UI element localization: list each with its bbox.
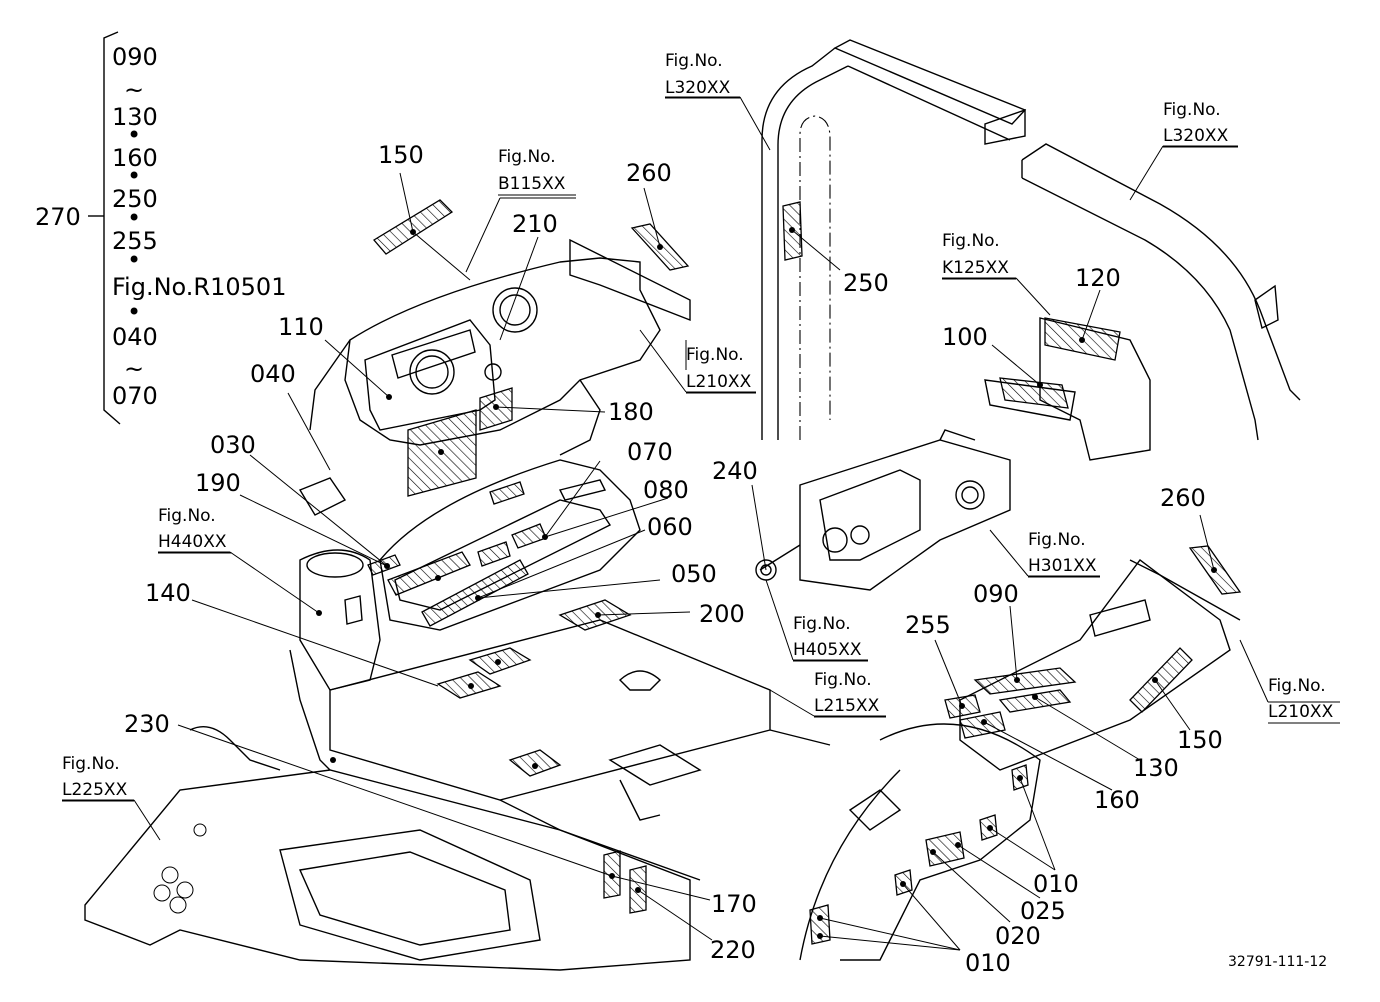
drawing-linework [84,39,1301,971]
fig-ref-b115: B115XX [498,174,566,194]
part-label-110: 110 [278,313,324,341]
bracket-group: 270 090 ~ 130 • 160 • 250 • 255 • Fig.No… [35,31,286,425]
fig-caption-l320-right: Fig.No. [1163,100,1221,120]
fig-ref-l210-right: L210XX [1268,702,1334,722]
fig-caption-k125: Fig.No. [942,231,1000,251]
part-label-160: 160 [1094,786,1140,814]
part-label-070: 070 [627,438,673,466]
part-label-120: 120 [1075,264,1121,292]
part-label-170: 170 [711,890,757,918]
sep-mark-5: • [127,298,141,326]
drawing-code: 32791-111-12 [1228,954,1327,970]
part-label-150-top: 150 [378,141,424,169]
part-label-100: 100 [942,323,988,351]
sep-mark-3: • [127,204,141,232]
fig-ref-l320-left: L320XX [665,78,731,98]
sep-mark-1: • [127,121,141,149]
bracket-item-6: Fig.No.R10501 [112,273,286,301]
part-label-040: 040 [250,360,296,388]
part-label-230: 230 [124,710,170,738]
bracket-item-2: 130 [112,103,158,131]
bracket-item-7: 040 [112,323,158,351]
sep-mark-4: • [127,246,141,274]
fig-ref-h301: H301XX [1028,556,1097,576]
part-label-140: 140 [145,579,191,607]
bracket-item-1: 090 [112,43,158,71]
fig-caption-l215: Fig.No. [814,670,872,690]
part-label-260-top: 260 [626,159,672,187]
part-label-025: 025 [1020,897,1066,925]
part-label-250: 250 [843,269,889,297]
bracket-item-8: 070 [112,382,158,410]
range-mark-2: ~ [124,355,144,383]
part-label-060: 060 [647,513,693,541]
part-label-255: 255 [905,611,951,639]
fig-ref-h405: H405XX [793,640,862,660]
part-label-050: 050 [671,560,717,588]
part-label-080: 080 [643,476,689,504]
part-label-030: 030 [210,431,256,459]
part-label-190: 190 [195,469,241,497]
fig-ref-l320-right: L320XX [1163,126,1229,146]
part-label-010-lower: 010 [965,949,1011,977]
fig-ref-k125: K125XX [942,258,1009,278]
bracket-item-5: 255 [112,227,158,255]
part-labels: 150 260 210 110 040 180 070 030 190 080 … [124,141,1223,977]
part-label-180: 180 [608,398,654,426]
label-270: 270 [35,203,81,231]
fig-caption-h301: Fig.No. [1028,530,1086,550]
part-label-010-upper: 010 [1033,870,1079,898]
bracket-item-3: 160 [112,144,158,172]
sep-mark-2: • [127,162,141,190]
fig-ref-l210-top: L210XX [686,372,752,392]
fig-caption-b115: Fig.No. [498,147,556,167]
range-mark-1: ~ [124,76,144,104]
part-label-260-right: 260 [1160,484,1206,512]
part-label-020: 020 [995,922,1041,950]
part-label-200: 200 [699,600,745,628]
part-label-150-right: 150 [1177,726,1223,754]
fig-caption-l320-left: Fig.No. [665,51,723,71]
fig-ref-h440: H440XX [158,532,227,552]
figure-references: Fig.No. B115XX Fig.No. L320XX Fig.No. L3… [62,51,1340,802]
fig-ref-l215: L215XX [814,696,880,716]
fig-caption-l225: Fig.No. [62,754,120,774]
part-label-220: 220 [710,936,756,964]
fig-ref-l225: L225XX [62,780,128,800]
part-label-130: 130 [1133,754,1179,782]
fig-caption-h440: Fig.No. [158,506,216,526]
part-label-090: 090 [973,580,1019,608]
leader-lines [62,96,1340,951]
part-label-240: 240 [712,457,758,485]
fig-caption-h405: Fig.No. [793,614,851,634]
fig-caption-l210-right: Fig.No. [1268,676,1326,696]
fig-caption-l210-top: Fig.No. [686,345,744,365]
bracket-item-4: 250 [112,185,158,213]
part-label-210: 210 [512,210,558,238]
